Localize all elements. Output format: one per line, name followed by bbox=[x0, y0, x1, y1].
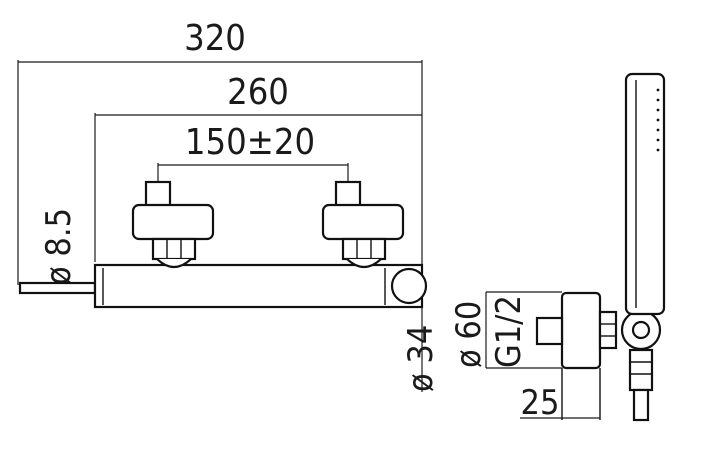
label-flange-diameter: ø 60 bbox=[449, 301, 489, 368]
label-320: 320 bbox=[184, 18, 246, 59]
label-260: 260 bbox=[227, 72, 289, 113]
mixer-body bbox=[93, 263, 424, 309]
connector-left-nut bbox=[151, 237, 197, 261]
spray-nozzles bbox=[656, 88, 660, 152]
outlet-knob bbox=[390, 267, 428, 305]
dimension-320: 320 bbox=[17, 18, 423, 285]
mixer-front-view bbox=[18, 180, 428, 309]
side-thread-stub bbox=[535, 316, 564, 346]
mounting-pin bbox=[18, 281, 97, 295]
label-thread: G1/2 bbox=[489, 295, 529, 368]
hose-end bbox=[632, 388, 650, 422]
label-depth: 25 bbox=[521, 383, 560, 423]
dimension-150: 150±20 bbox=[157, 122, 349, 182]
connector-right-flange bbox=[321, 203, 405, 241]
connector-right-base bbox=[346, 258, 382, 269]
label-150: 150±20 bbox=[185, 122, 315, 163]
connector-right-nut bbox=[341, 237, 387, 261]
connector-left bbox=[131, 180, 215, 269]
label-pin-diameter: ø 8.5 bbox=[39, 208, 79, 285]
side-flange bbox=[560, 291, 602, 370]
hose-connector bbox=[628, 348, 654, 392]
side-nut bbox=[598, 310, 618, 350]
holder-ring-inner bbox=[631, 320, 651, 340]
label-body-diameter: ø 34 bbox=[401, 325, 441, 392]
connector-left-base bbox=[156, 258, 192, 269]
connector-right bbox=[321, 180, 405, 269]
connector-right-stem bbox=[334, 180, 362, 210]
mixer-side-view: ø 60 G1/2 25 bbox=[449, 72, 666, 423]
dimension-34: ø 34 bbox=[401, 307, 441, 392]
connector-left-flange bbox=[131, 203, 215, 241]
dimension-260: 260 bbox=[94, 72, 422, 262]
